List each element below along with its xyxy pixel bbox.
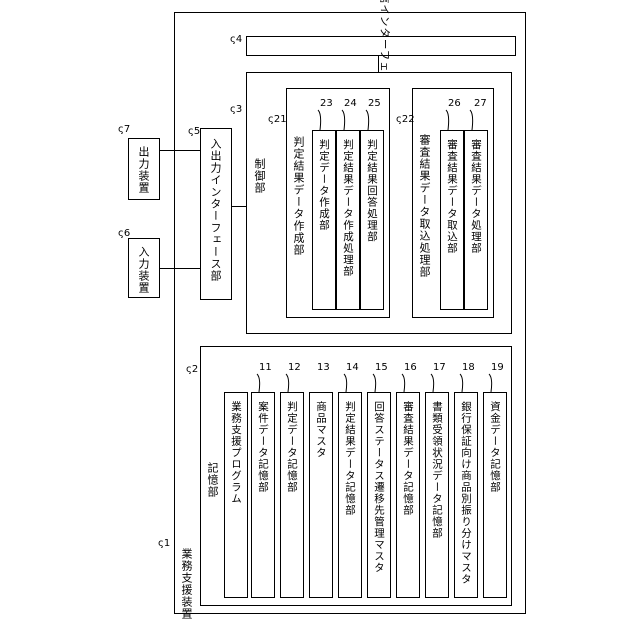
reference-leader-lines: [0, 0, 640, 640]
